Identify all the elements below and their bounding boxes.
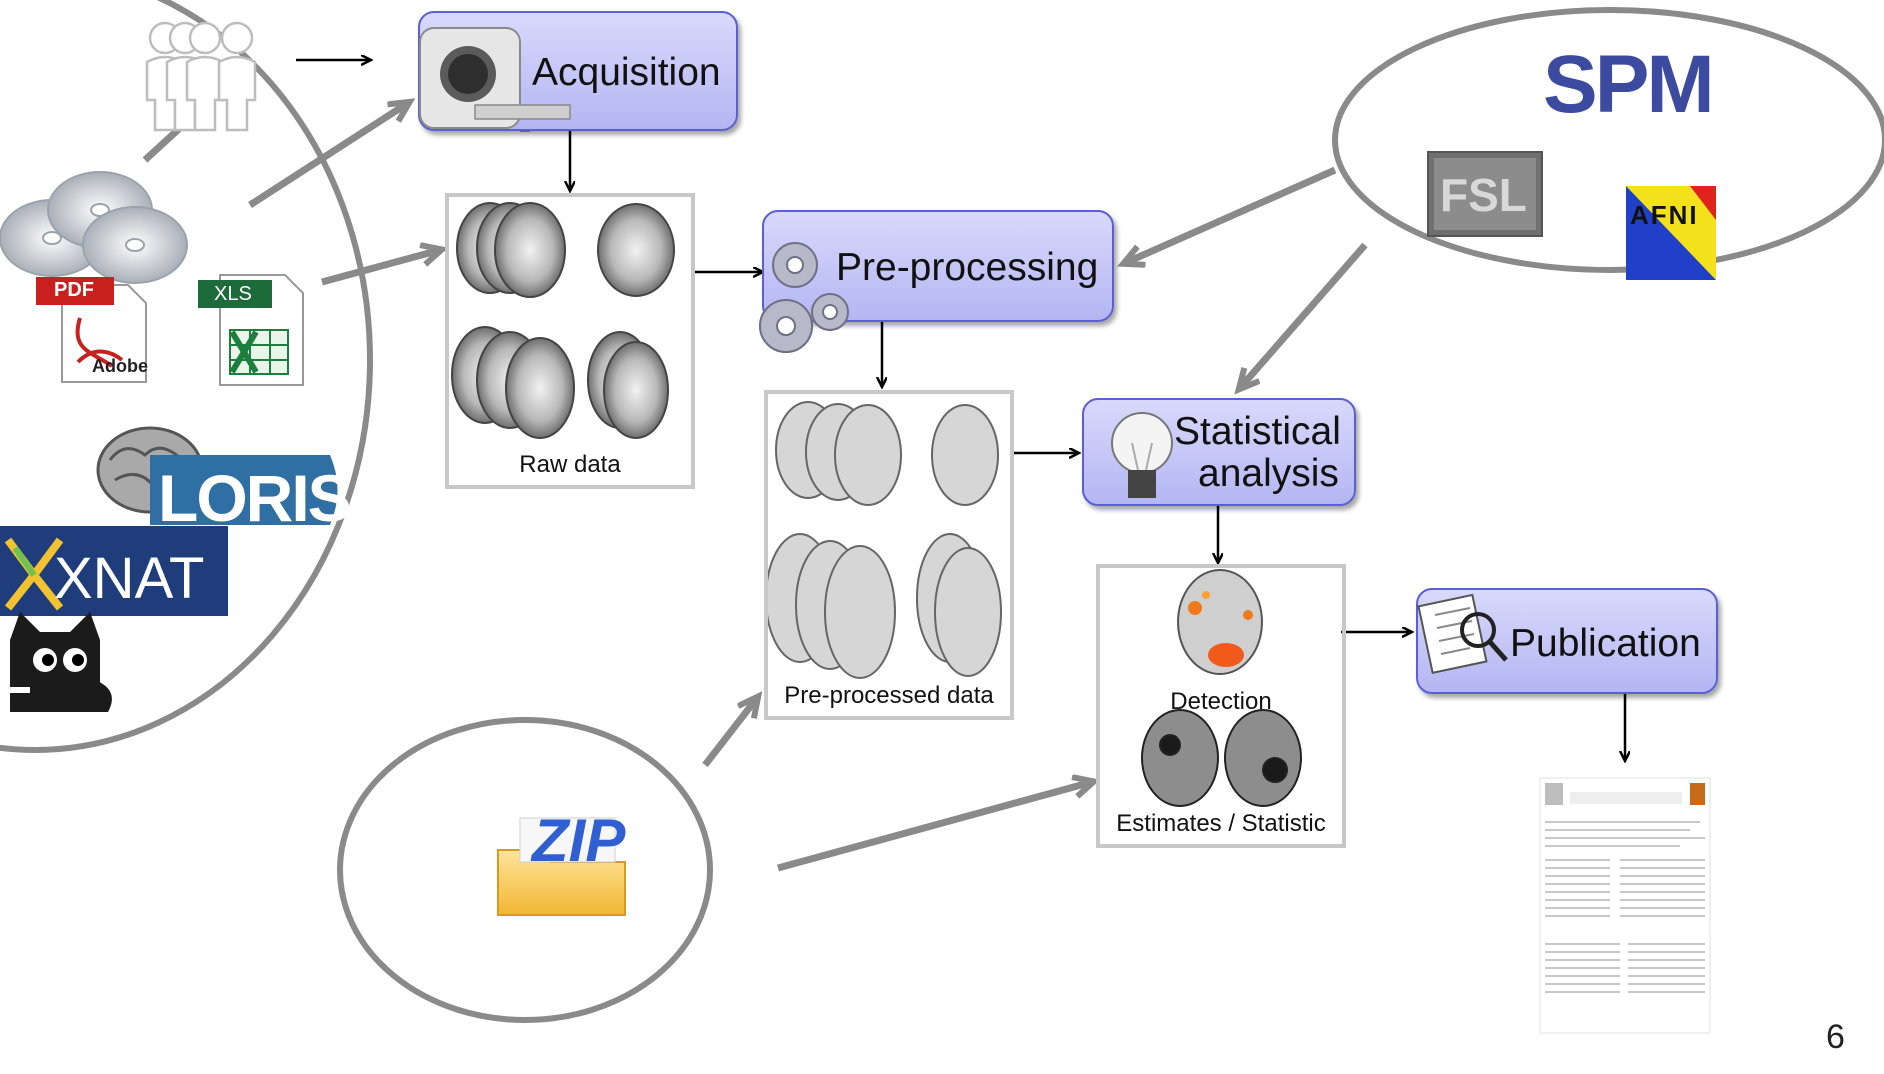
results-panel: Detection Estimates / Statistic [1096, 564, 1346, 848]
cat-logo-icon [0, 612, 112, 712]
xls-file-icon [198, 274, 304, 386]
estimates-caption: Estimates / Statistic [1116, 810, 1326, 837]
page-number: 6 [1826, 1018, 1845, 1056]
raw-data-caption: Raw data [519, 451, 621, 478]
pdf-label: PDF [54, 279, 94, 301]
adobe-label: Adobe [92, 356, 148, 376]
cd-stack-icon [0, 171, 188, 284]
preprocessing-label: Pre-processing [836, 246, 1099, 289]
afni-logo [1626, 186, 1716, 280]
publication-label: Publication [1510, 622, 1701, 665]
afni-label: AFNI [1630, 200, 1699, 230]
acquisition-node: Acquisition [418, 11, 738, 131]
paper-thumbnail-image [1539, 777, 1711, 1034]
zip-label: ZIP [532, 807, 626, 874]
fsl-label: FSL [1440, 169, 1527, 221]
people-icon [145, 21, 257, 132]
publication-node: Publication [1416, 588, 1718, 694]
xnat-label: XNAT [54, 546, 205, 611]
loris-label: LORIS [158, 461, 352, 535]
spm-label: SPM [1543, 39, 1715, 130]
tools-ellipse [1332, 7, 1884, 273]
pdf-file-icon [36, 277, 147, 383]
connector-tools-statistical [1240, 242, 1368, 388]
fsl-logo [1427, 151, 1543, 237]
preprocessed-data-caption: Pre-processed data [784, 682, 994, 709]
preprocessed-brain-images [765, 401, 1002, 679]
detection-caption: Detection [1170, 688, 1272, 715]
preprocessing-node: Pre-processing [762, 210, 1114, 322]
zip-folder-icon [497, 817, 626, 916]
estimates-brain-images [1141, 709, 1302, 807]
sources-ellipse [0, 0, 373, 753]
raw-data-brain-images [451, 202, 675, 439]
zip-ellipse [337, 717, 713, 1023]
connector-zip-preprocessed [702, 698, 757, 768]
xls-label: XLS [214, 283, 252, 305]
preprocessed-data-panel: Pre-processed data [764, 390, 1014, 720]
raw-data-panel: Raw data [445, 193, 695, 489]
connector-sources-rawdata [321, 250, 440, 286]
connector-sources-acquisition [248, 103, 408, 208]
xnat-logo [0, 526, 228, 616]
statistical-label-line1: Statistical [1174, 410, 1341, 453]
loris-logo [96, 426, 338, 525]
statistical-analysis-node: Statistical analysis [1082, 398, 1356, 506]
connector-tools-preprocessing [1125, 166, 1337, 263]
connector-zip-estimates [777, 782, 1092, 872]
statistical-label-line2: analysis [1198, 452, 1339, 495]
acquisition-label: Acquisition [532, 51, 721, 94]
detection-brain-image [1177, 569, 1263, 675]
